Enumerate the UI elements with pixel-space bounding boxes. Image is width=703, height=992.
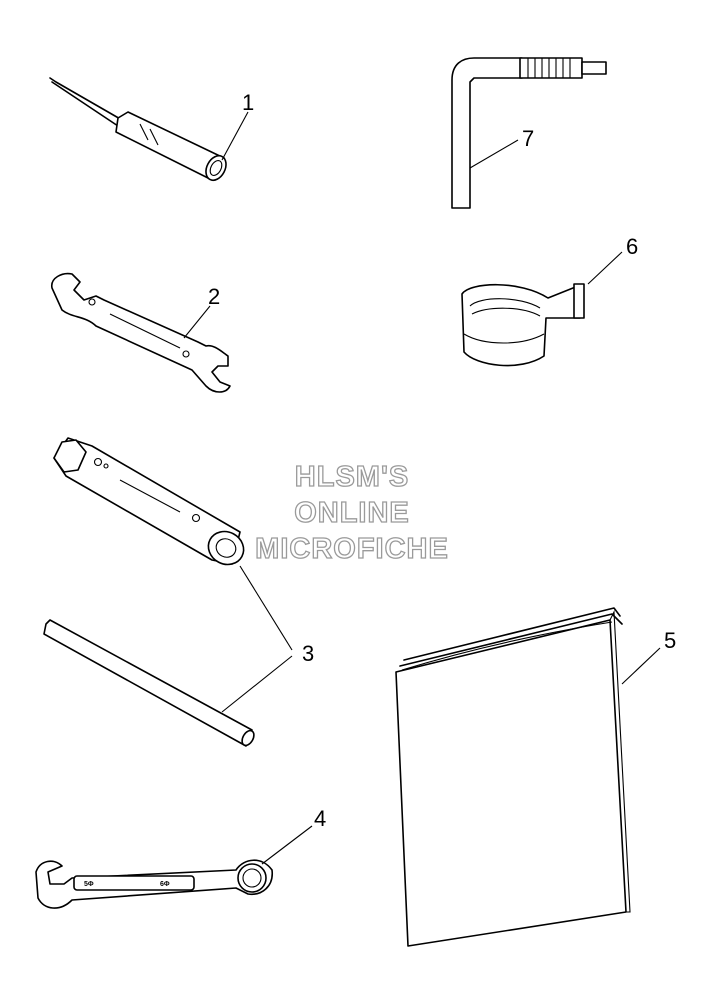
callout-5: 5 (664, 628, 676, 653)
callout-4: 4 (314, 806, 326, 831)
leader-line-7 (469, 139, 519, 169)
watermark-line-1: HLSM'S (295, 461, 409, 493)
watermark: HLSM'S ONLINE MICROFICHE (255, 460, 449, 565)
callout-7: 7 (522, 126, 534, 151)
callout-1: 1 (242, 90, 254, 115)
box-wrench-part-3[interactable] (53, 437, 249, 571)
leader-line-6 (587, 251, 623, 285)
open-end-wrench-part-2[interactable] (51, 272, 231, 393)
leader-line-1 (221, 111, 249, 161)
leader-line-5 (621, 647, 661, 685)
watermark-line-2: ONLINE (294, 497, 410, 529)
screwdriver-part-1[interactable] (49, 77, 230, 184)
leader-line-2 (183, 305, 211, 339)
callout-6: 6 (626, 234, 638, 259)
leader-line-3b (221, 655, 293, 713)
hex-key-part-7[interactable] (451, 57, 607, 209)
watermark-line-3: MICROFICHE (255, 533, 449, 565)
leader-line-3a (239, 565, 293, 651)
callout-3: 3 (302, 641, 314, 666)
owners-manual-part-5[interactable] (395, 607, 631, 947)
leader-line-4 (261, 825, 313, 865)
combination-wrench-part-4[interactable]: 5Φ 6Φ (35, 859, 273, 909)
wrench-marking-right: 6Φ (160, 881, 170, 888)
wrench-marking-left: 5Φ (84, 881, 94, 888)
tommy-bar-part-3[interactable] (43, 619, 256, 747)
callout-2: 2 (208, 284, 220, 309)
tape-roll-part-6[interactable] (461, 283, 585, 367)
